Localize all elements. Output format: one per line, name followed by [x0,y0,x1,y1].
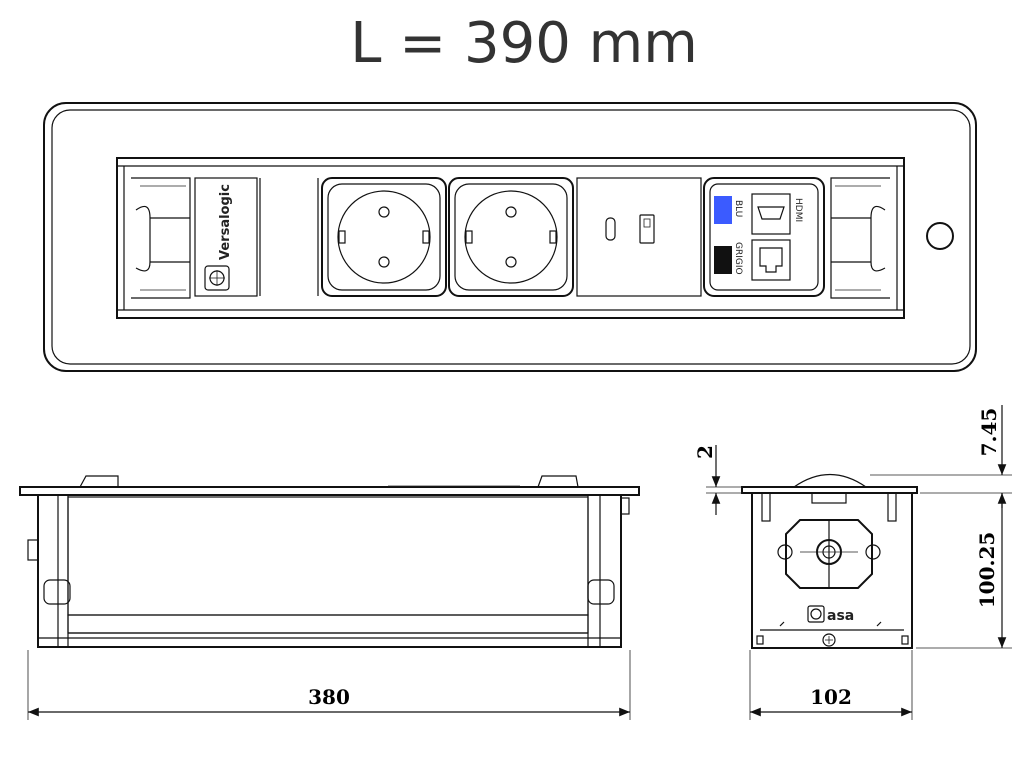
side-view: 380 [19,475,640,720]
side-cover-plate [19,486,640,496]
grey-port-label: GRIGIO [733,242,743,275]
usb-a-port [639,214,655,244]
rj45-port [751,239,791,281]
asa-brand-label: asa [827,608,854,624]
right-end-cap [830,177,890,299]
end-view: asa 102 100.25 7.45 2 [693,405,1012,720]
mounting-flange [785,519,873,589]
power-socket-2 [448,177,574,297]
blue-port-label: BLU [733,200,743,217]
drawing-title: L = 390 mm [350,11,698,76]
lid-push-button [926,222,954,250]
hdmi-port [751,193,791,235]
usb-module [576,177,702,297]
cover-plate-outline [43,102,977,372]
hdmi-port-label: HDMI [793,198,803,222]
power-socket-1 [321,177,447,297]
top-view: Versalogic [43,102,977,372]
asa-logo-icon [807,605,825,623]
left-end-cap [131,177,191,299]
usb-c-port [605,217,616,241]
brand-logo-icon [204,265,230,291]
module-frame [116,157,905,319]
grey-color-marker [714,246,732,274]
bottom-screw [822,633,836,647]
av-module: BLU GRIGIO HDMI [703,177,825,297]
cover-plate-inner-outline [51,109,971,365]
brand-label: Versalogic [218,184,233,260]
blue-color-marker [714,196,732,224]
side-body [37,494,622,648]
brand-module: Versalogic [194,177,319,297]
length-dimension: 380 [308,685,350,709]
height-dimension: 100.25 [975,532,999,609]
width-dimension: 102 [810,685,852,709]
plate-thickness-dimension: 2 [693,445,717,459]
lid-height-dimension: 7.45 [977,408,1001,457]
